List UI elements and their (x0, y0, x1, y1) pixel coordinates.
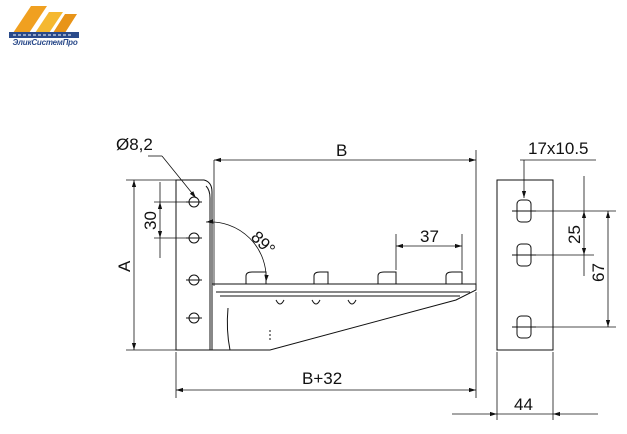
plate-slots (512, 199, 536, 339)
mounting-plate (175, 179, 213, 351)
support-arm (211, 283, 477, 351)
logo-text: ЭликСистемПро (12, 38, 78, 47)
dim-hole-diameter: Ø8,2 (116, 135, 153, 154)
plate-holes (186, 196, 202, 324)
logo-mark-icon (9, 6, 79, 38)
dim-37: 37 (420, 227, 439, 246)
dim-a: A (115, 260, 134, 272)
dim-slot: 17x10.5 (528, 139, 589, 158)
dim-b-plus-32: B+32 (302, 369, 342, 388)
wall-plate (496, 179, 554, 351)
dim-angle: 89° (247, 227, 279, 259)
company-logo (3, 2, 85, 50)
dim-44: 44 (514, 395, 533, 414)
dim-25: 25 (565, 225, 584, 244)
hook (245, 271, 267, 284)
dim-67: 67 (589, 263, 608, 282)
dim-b: B (336, 141, 347, 160)
dim-30: 30 (141, 211, 160, 230)
